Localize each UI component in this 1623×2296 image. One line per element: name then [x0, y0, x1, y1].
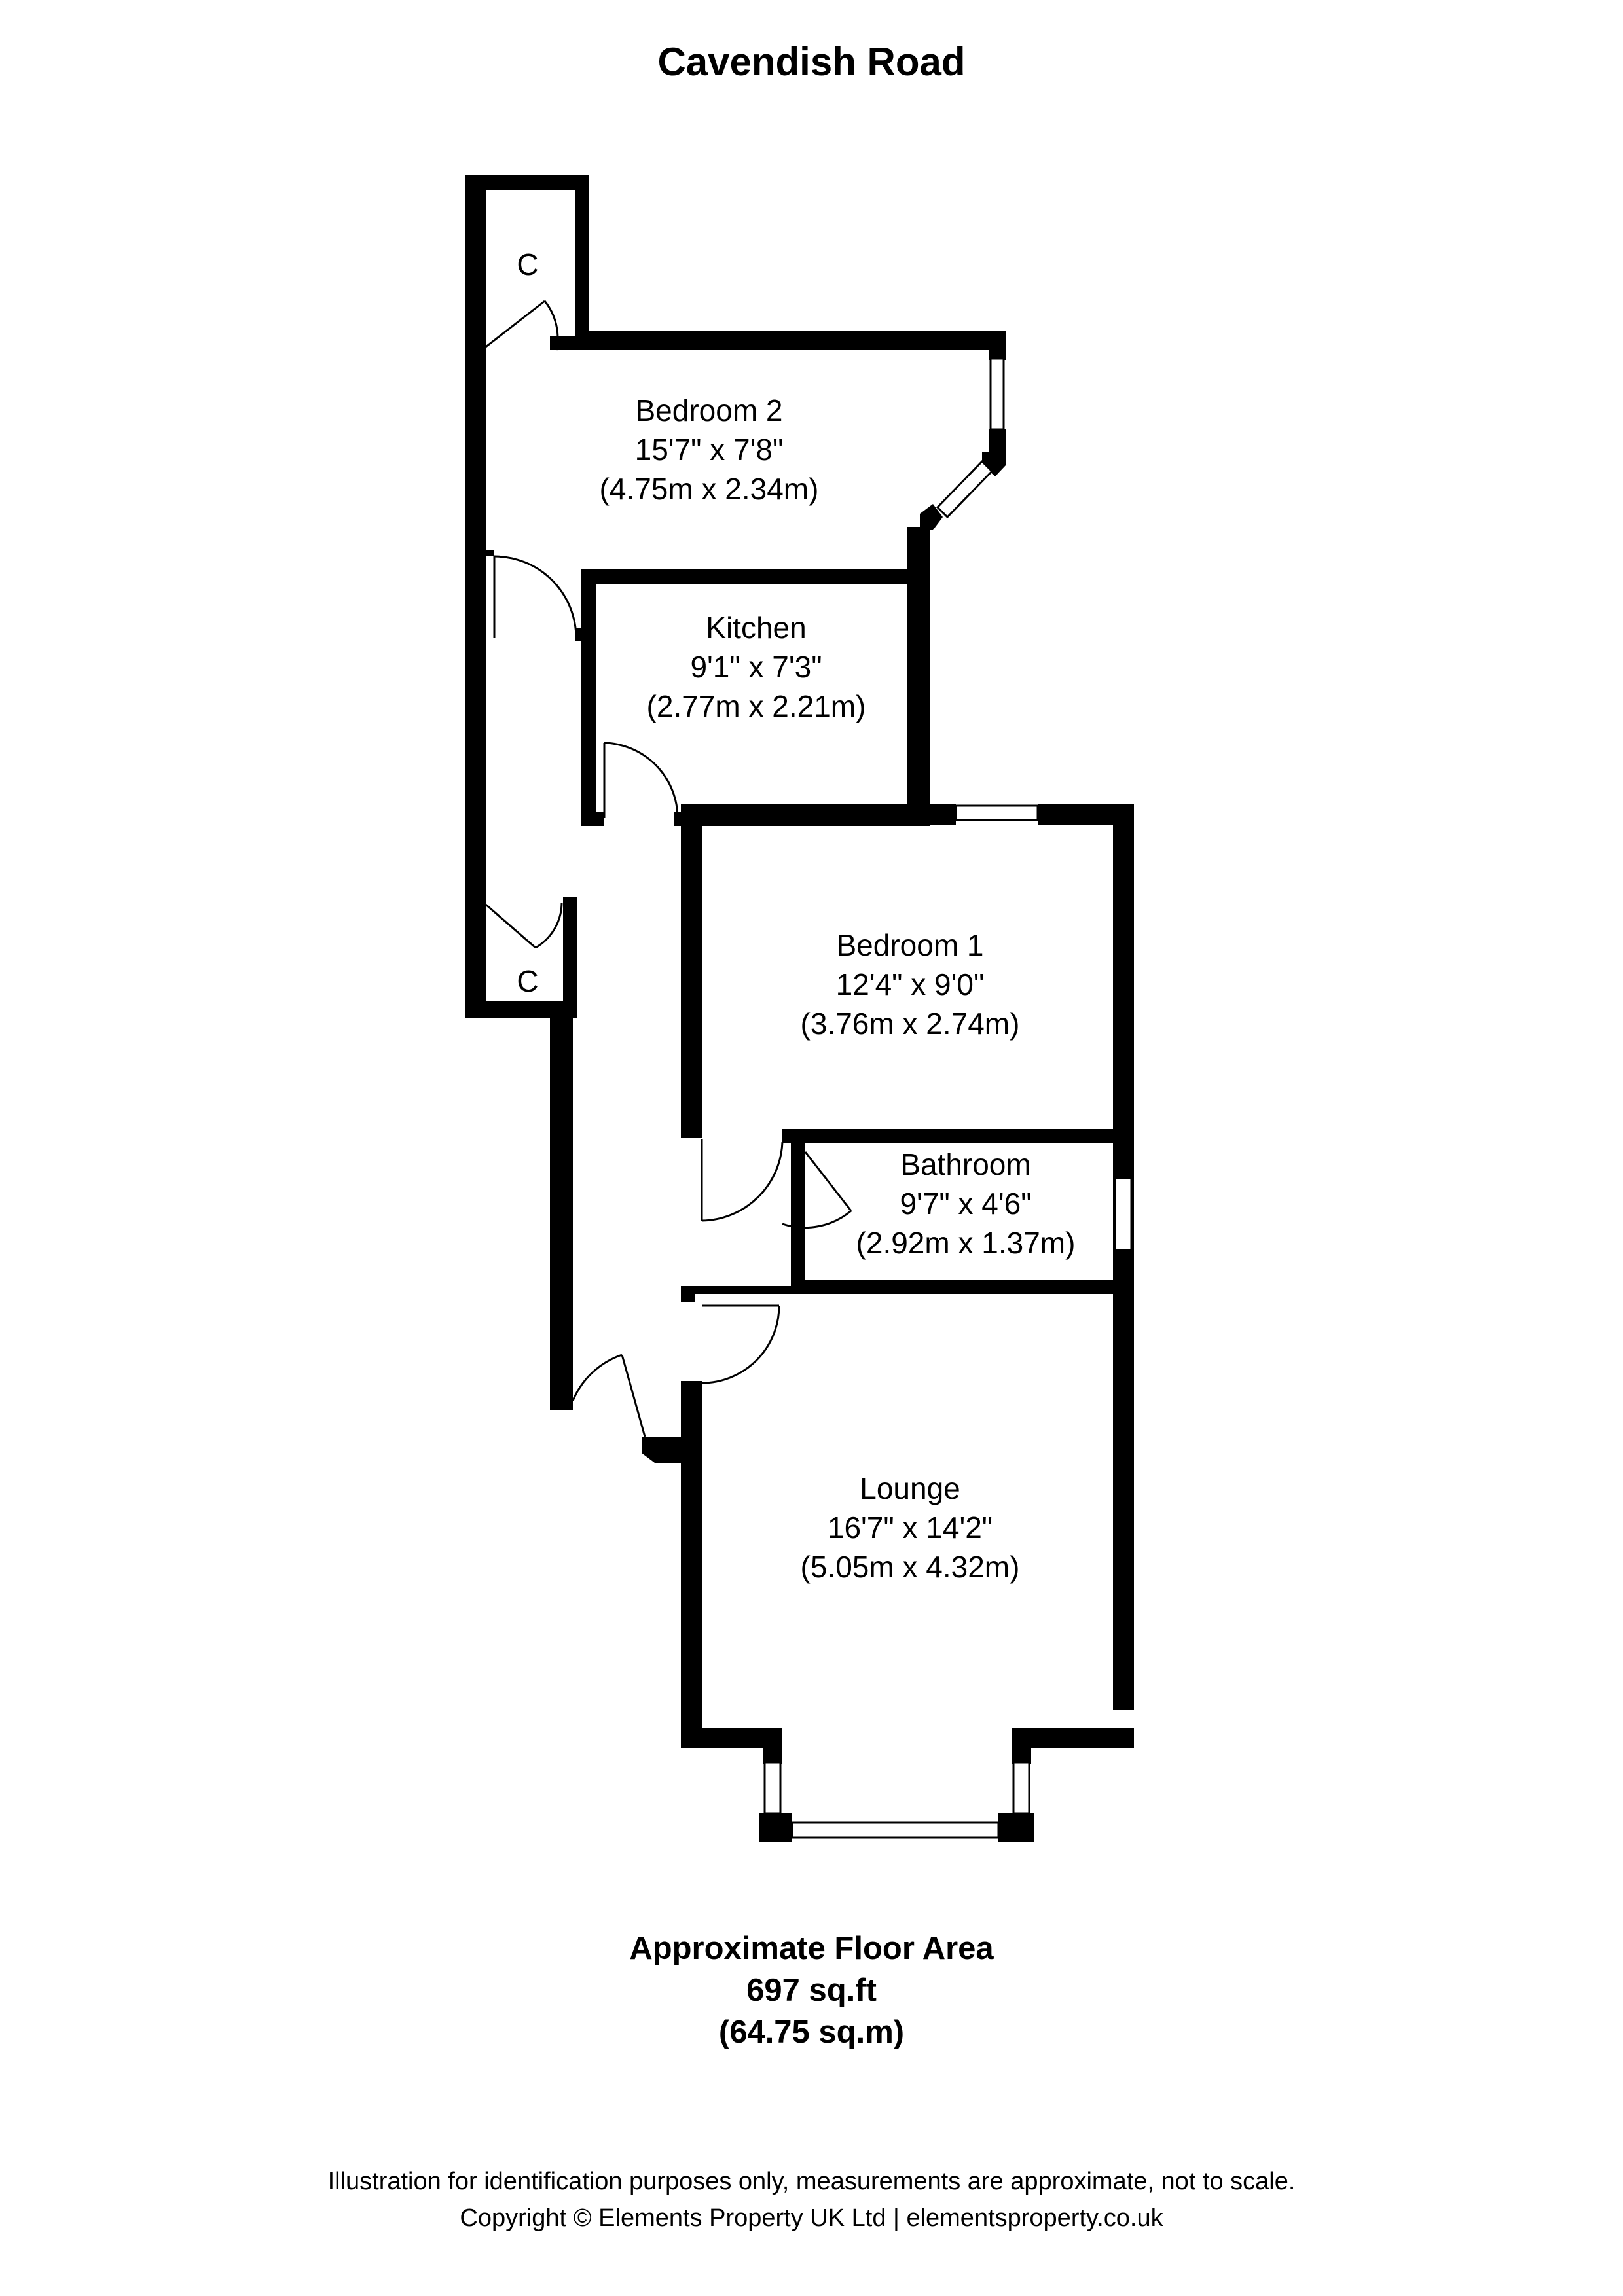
door-bedroom1: [701, 1139, 784, 1222]
door-bedroom2: [493, 555, 577, 639]
walls: [465, 175, 1134, 1842]
wall-bedroom1-left: [681, 804, 702, 1138]
window-bedroom2-diagonal: [936, 459, 994, 519]
wall-bedroom2-right-lower: [907, 527, 930, 805]
window-bedroom1-top: [955, 804, 1039, 821]
lounge-metric: (5.05m x 4.32m): [801, 1550, 1020, 1584]
floor-area-sqm: (64.75 sq.m): [718, 2015, 905, 2050]
wall-lounge-left: [681, 1381, 702, 1748]
window-bathroom: [1114, 1177, 1133, 1251]
bedroom2-imperial: 15'7" x 7'8": [635, 433, 784, 467]
footer-copyright: Copyright © Elements Property UK Ltd | e…: [460, 2204, 1163, 2232]
wall-bedroom2-top-left: [550, 336, 576, 350]
windows: [763, 357, 1133, 1839]
window-lounge-bay-front: [791, 1821, 1000, 1839]
floor-area-label: Approximate Floor Area: [629, 1931, 994, 1966]
wall-hall-entrance-corner: [642, 1437, 702, 1463]
door-top-cupboard: [485, 300, 559, 351]
room-label-bedroom2: Bedroom 2 15'7" x 7'8" (4.75m x 2.34m): [600, 393, 819, 506]
bedroom1-imperial: 12'4" x 9'0": [836, 967, 985, 1001]
window-lounge-bay-right: [1012, 1761, 1030, 1815]
wall-bay-right-lower: [998, 1813, 1034, 1842]
bathroom-metric: (2.92m x 1.37m): [856, 1226, 1076, 1260]
floor-area-block: Approximate Floor Area 697 sq.ft (64.75 …: [0, 1928, 1623, 2053]
kitchen-metric: (2.77m x 2.21m): [647, 689, 866, 723]
wall-top-cupboard-left: [465, 175, 486, 1016]
wall-bay-left-lower: [759, 1813, 792, 1842]
wall-bedroom1-top-left: [681, 804, 956, 825]
wall-bedroom2-bay-corner-a: [982, 452, 1006, 476]
cupboard-top-label: C: [517, 247, 538, 281]
cupboard-middle-label: C: [517, 964, 538, 998]
wall-bottom-cupboard-right: [563, 897, 577, 1011]
bathroom-name: Bathroom: [900, 1147, 1030, 1181]
door-kitchen: [603, 742, 679, 819]
wall-bathroom-left: [791, 1129, 805, 1286]
wall-bedroom2-kitchen: [581, 569, 912, 584]
footer-disclaimer: Illustration for identification purposes…: [327, 2168, 1296, 2195]
wall-bedroom2-left-jamb-b: [575, 628, 589, 641]
wall-lounge-top-line: [681, 1286, 1134, 1294]
bedroom1-name: Bedroom 1: [836, 928, 983, 962]
lounge-imperial: 16'7" x 14'2": [828, 1511, 993, 1545]
room-label-lounge: Lounge 16'7" x 14'2" (5.05m x 4.32m): [801, 1471, 1020, 1584]
lounge-name: Lounge: [860, 1471, 960, 1505]
door-entrance: [572, 1354, 646, 1437]
plan-title: Cavendish Road: [657, 40, 966, 84]
bedroom2-name: Bedroom 2: [635, 393, 782, 427]
wall-kitchen-left: [581, 569, 596, 825]
wall-lounge-bottom-right: [1012, 1728, 1134, 1748]
wall-bedroom2-top: [575, 331, 1002, 350]
bedroom2-metric: (4.75m x 2.34m): [600, 472, 819, 506]
footer: Illustration for identification purposes…: [0, 2163, 1623, 2236]
bathroom-imperial: 9'7" x 4'6": [900, 1187, 1031, 1221]
wall-bay-right: [1012, 1728, 1031, 1764]
wall-bedroom1-bottom: [782, 1129, 1134, 1143]
room-label-bathroom: Bathroom 9'7" x 4'6" (2.92m x 1.37m): [856, 1147, 1076, 1260]
wall-bay-left: [763, 1728, 782, 1764]
doors: [485, 300, 852, 1437]
wall-bedroom2-bay-corner-b: [920, 504, 943, 530]
bedroom1-metric: (3.76m x 2.74m): [801, 1007, 1020, 1041]
room-label-bedroom1: Bedroom 1 12'4" x 9'0" (3.76m x 2.74m): [801, 928, 1020, 1041]
kitchen-name: Kitchen: [706, 611, 806, 645]
wall-bedroom2-right-mid: [989, 429, 1006, 455]
wall-bedroom1-right: [1113, 804, 1134, 1710]
wall-bedroom2-left-jamb-a: [465, 550, 494, 556]
door-lounge: [701, 1304, 780, 1384]
window-bedroom2-upper: [989, 357, 1005, 431]
door-bottom-cupboard: [485, 903, 563, 949]
wall-top-cupboard-top: [465, 175, 589, 190]
wall-bedroom2-right-upper: [989, 331, 1006, 360]
wall-kitchen-left-stub: [581, 812, 604, 826]
door-bathroom: [782, 1151, 852, 1229]
kitchen-imperial: 9'1" x 7'3": [690, 650, 822, 684]
wall-top-cupboard-right: [575, 175, 589, 336]
window-lounge-bay-left: [763, 1761, 782, 1815]
room-label-kitchen: Kitchen 9'1" x 7'3" (2.77m x 2.21m): [647, 611, 866, 723]
wall-hall-left: [550, 1011, 573, 1410]
floor-area-sqft: 697 sq.ft: [746, 1973, 877, 2008]
